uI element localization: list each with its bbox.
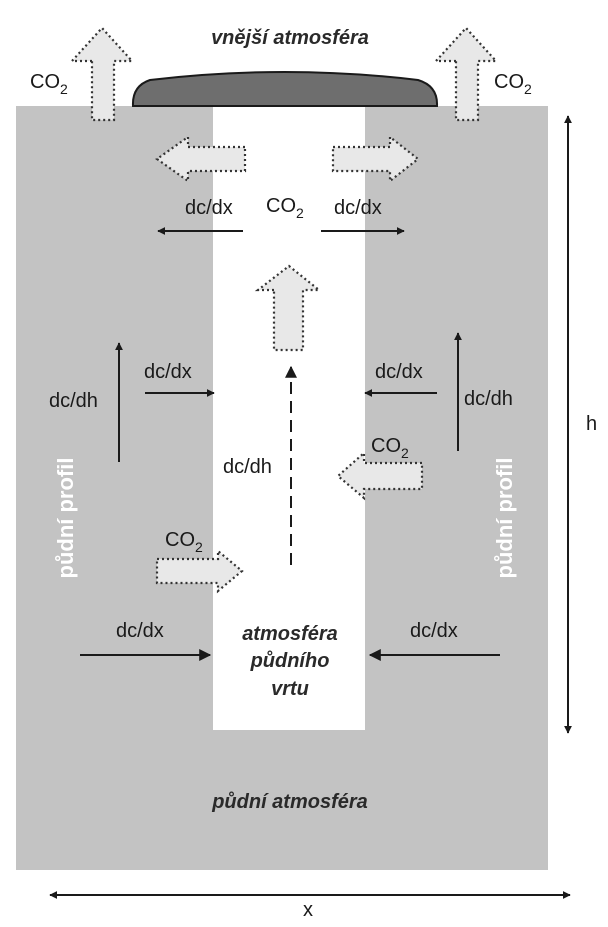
soil-profile-label-left: půdní profil (53, 458, 78, 579)
soil-profile-label-right: půdní profil (492, 458, 517, 579)
co2-flux-arrow-center-up (254, 264, 323, 352)
height-label: h (586, 413, 597, 435)
dcdh-label-center: dc/dh (223, 456, 272, 478)
dcdx-label-bottom-right: dc/dx (410, 620, 458, 642)
borehole (213, 106, 365, 730)
co2-flux-arrow-right (336, 450, 424, 501)
width-label: x (303, 899, 313, 921)
co2-escape-arrow-left (69, 26, 135, 122)
co2-escape-arrow-right (433, 26, 499, 122)
dcdx-label-top-right: dc/dx (334, 197, 382, 219)
co2-flux-arrow-lower-left (155, 548, 244, 594)
dcdx-label-bottom-left: dc/dx (116, 620, 164, 642)
co2-label-lower-left: CO2 (165, 529, 203, 555)
borehole-atmosphere-label-line2: půdního (250, 650, 330, 672)
dcdx-label-mid-right: dc/dx (375, 361, 423, 383)
borehole-cap (131, 71, 439, 107)
dcdx-label-mid-left: dc/dx (144, 361, 192, 383)
co2-label-top-right: CO2 (494, 71, 532, 97)
co2-flux-arrow-top-left (155, 134, 247, 184)
dcdh-label-left: dc/dh (49, 390, 98, 412)
soil-atmosphere-label: půdní atmosféra (211, 791, 368, 813)
dcdh-label-right: dc/dh (464, 388, 513, 410)
co2-flux-arrow-top-right (331, 134, 420, 184)
co2-label-center: CO2 (266, 195, 304, 221)
dcdx-label-top-left: dc/dx (185, 197, 233, 219)
co2-label-top-left: CO2 (30, 71, 68, 97)
borehole-atmosphere-label-line1: atmosféra (242, 623, 338, 645)
borehole-atmosphere-label-line3: vrtu (271, 678, 309, 700)
co2-label-right: CO2 (371, 435, 409, 461)
outer-atmosphere-label: vnější atmosféra (211, 27, 369, 49)
